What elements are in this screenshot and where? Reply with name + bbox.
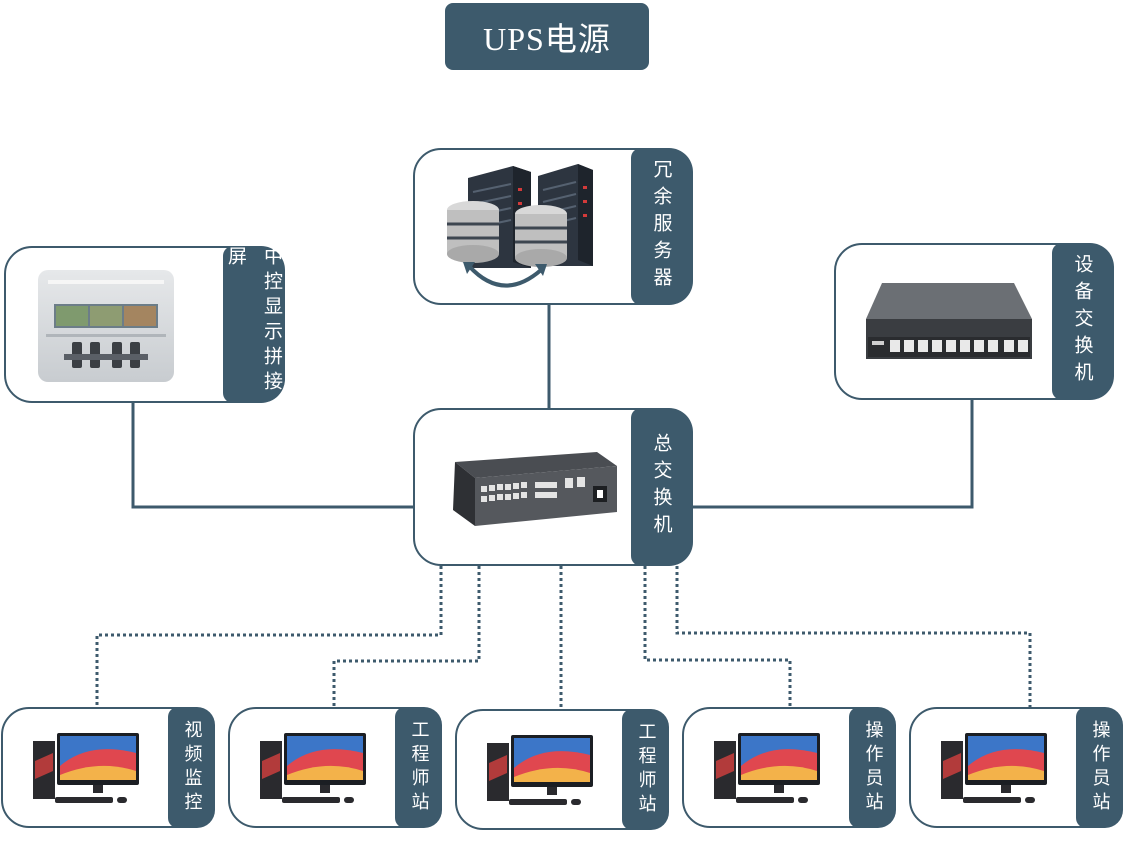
workstation-video-monitor-label: 视频监控 — [181, 719, 203, 816]
core-switch-label-tab: 总交换机 — [631, 408, 693, 566]
workstation-operator-2-label: 操作员站 — [1089, 719, 1111, 816]
device-switch-node: 设备交换机 — [834, 243, 1114, 400]
workstation-operator-1-label-tab: 操作员站 — [849, 707, 896, 828]
ups-power-label: UPS电源 — [483, 20, 611, 57]
computer-icon — [714, 733, 820, 803]
link-device-switch-core — [693, 400, 974, 509]
link-display-core — [131, 402, 414, 509]
ups-power-title: UPS电源 — [445, 3, 649, 70]
display-wall-label-tab: 中控显示拼接屏 — [223, 246, 285, 403]
device-switch-icon — [866, 283, 1032, 359]
workstation-operator-2-label-tab: 操作员站 — [1076, 707, 1123, 828]
workstation-engineer-1-label: 工程师站 — [408, 719, 430, 816]
workstation-operator-2: 操作员站 — [909, 707, 1123, 828]
workstation-engineer-2-label-tab: 工程师站 — [622, 709, 669, 830]
computer-icon — [487, 735, 593, 805]
server-label: 冗余服务器 — [650, 159, 673, 294]
computer-icon — [941, 733, 1047, 803]
video-wall-icon — [38, 270, 174, 382]
device-switch-label-tab: 设备交换机 — [1052, 243, 1114, 400]
link-core-ws2 — [332, 566, 481, 708]
core-switch-label: 总交换机 — [650, 433, 673, 541]
core-switch-node: 总交换机 — [413, 408, 693, 566]
server-label-tab: 冗余服务器 — [631, 148, 693, 305]
computer-icon — [260, 733, 366, 803]
link-core-ws5 — [675, 566, 1032, 708]
workstation-video-monitor-label-tab: 视频监控 — [168, 707, 215, 828]
display-wall-node: 中控显示拼接屏 — [4, 246, 285, 403]
workstation-operator-1: 操作员站 — [682, 707, 896, 828]
server-icon — [447, 164, 593, 288]
workstation-video-monitor: 视频监控 — [1, 707, 215, 828]
workstation-engineer-2-label: 工程师站 — [635, 721, 657, 818]
workstation-engineer-2: 工程师站 — [455, 709, 669, 830]
link-core-ws1 — [95, 566, 443, 708]
link-core-ws4 — [643, 566, 792, 708]
workstation-operator-1-label: 操作员站 — [862, 719, 884, 816]
workstation-engineer-1-label-tab: 工程师站 — [395, 707, 442, 828]
workstation-engineer-1: 工程师站 — [228, 707, 442, 828]
device-switch-label: 设备交换机 — [1071, 254, 1094, 389]
computer-icon — [33, 733, 139, 803]
display-wall-label: 中控显示拼接屏 — [225, 246, 283, 396]
server-node: 冗余服务器 — [413, 148, 693, 305]
core-switch-icon — [453, 452, 617, 526]
